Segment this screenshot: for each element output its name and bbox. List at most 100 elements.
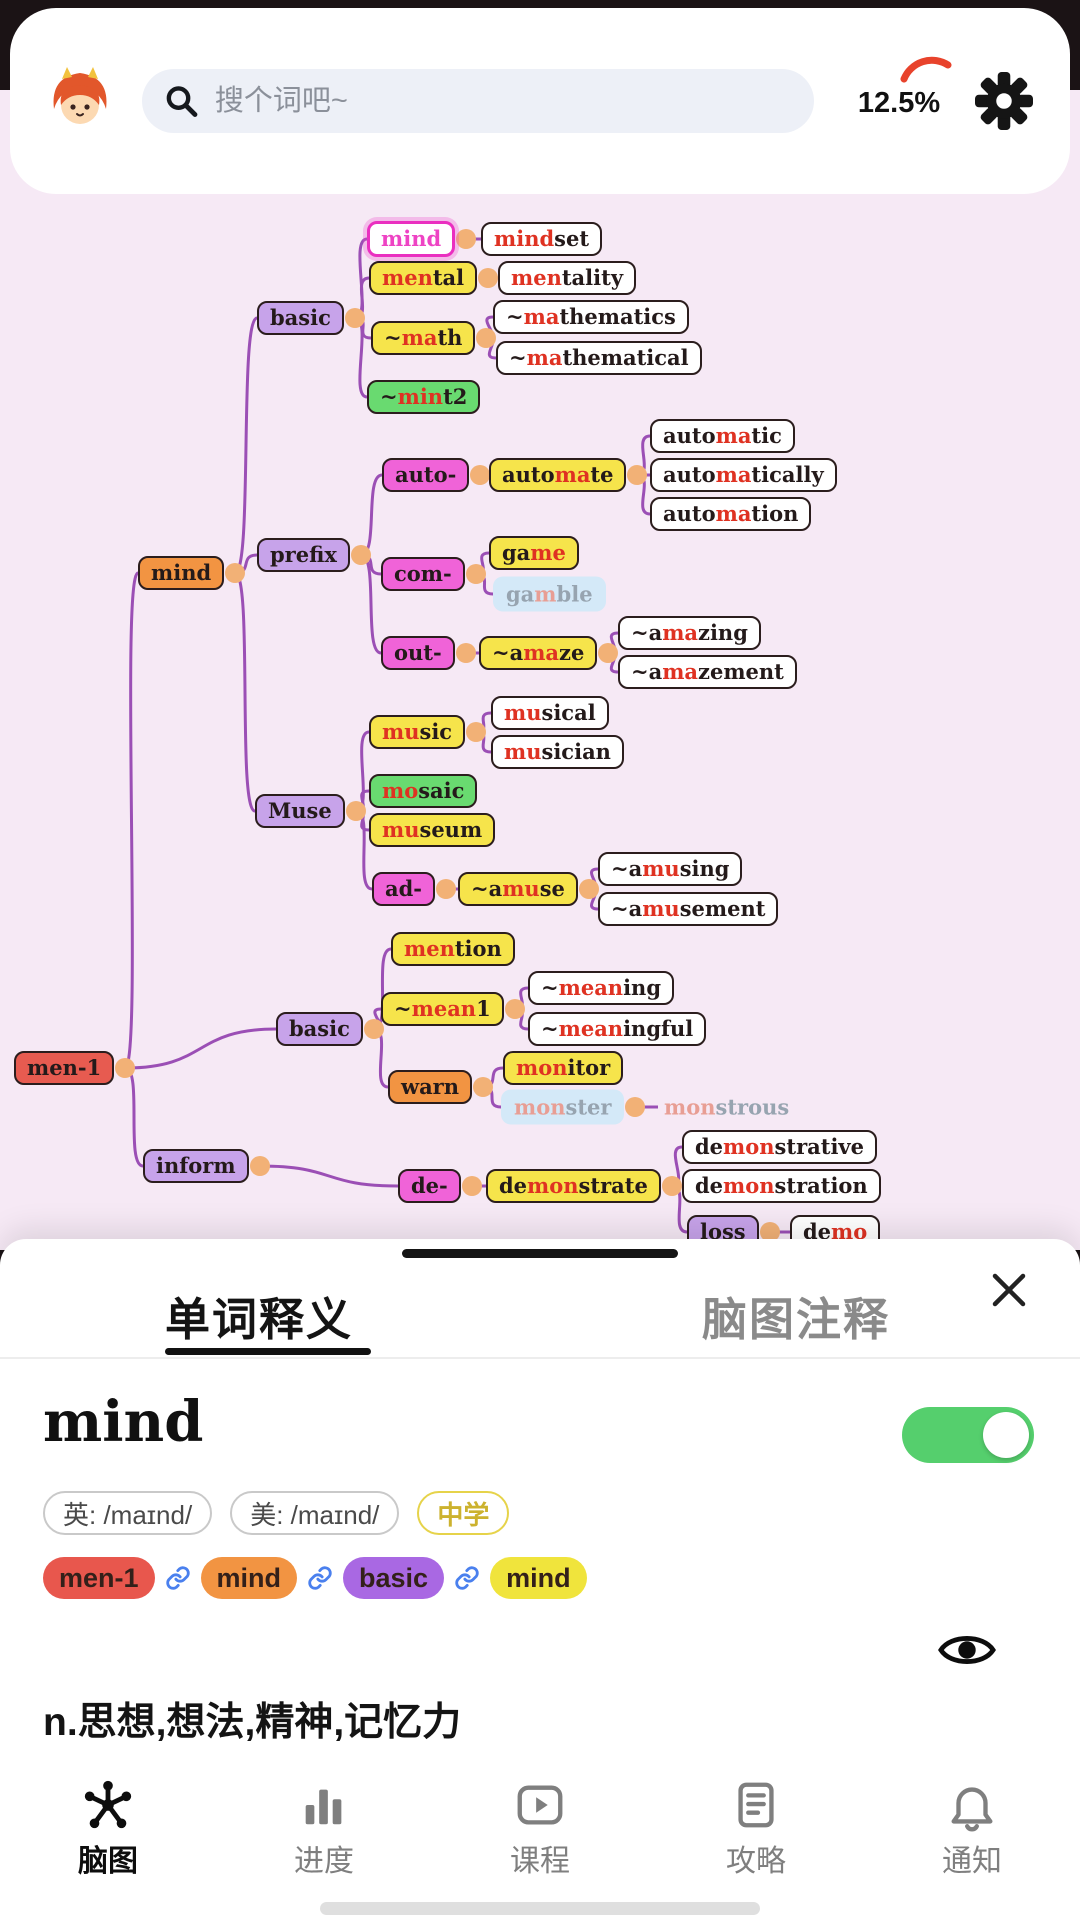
mindmap-node-automatically[interactable]: automatically (650, 458, 837, 492)
word-title: mind (43, 1389, 204, 1455)
pron-us-chip[interactable]: 美: /maɪnd/ (230, 1491, 400, 1535)
toggle-knob (983, 1412, 1029, 1458)
mindmap-node-mosaic[interactable]: mosaic (369, 774, 478, 808)
avatar[interactable] (44, 63, 116, 140)
breadcrumb: men-1 mind basic mind (43, 1557, 587, 1599)
mindmap-network-icon (84, 1780, 132, 1829)
mindmap-node-prefix[interactable]: prefix (257, 538, 350, 572)
avatar-icon (45, 63, 115, 134)
mindmap-node-musician[interactable]: musician (491, 735, 624, 769)
nav-item-courses[interactable]: 课程 (465, 1778, 615, 1880)
mindmap-node-music[interactable]: music (369, 715, 466, 749)
progress-percent: 12.5% (857, 87, 941, 119)
progress-arc-icon (900, 56, 952, 83)
mindmap-node-inform[interactable]: inform (143, 1149, 249, 1183)
mindmap-node-gamble[interactable]: gamble (493, 576, 606, 612)
mindmap-node-automation[interactable]: automation (650, 497, 812, 531)
search-icon (166, 86, 198, 117)
mindmap-node-meaningful[interactable]: ~meaningful (528, 1012, 707, 1046)
bell-icon (951, 1787, 993, 1832)
sheet-drag-handle[interactable] (402, 1249, 678, 1258)
visibility-button[interactable] (938, 1629, 996, 1676)
mindmap-node-amusing[interactable]: ~amusing (598, 852, 743, 886)
bottom-nav: 脑图 进度 课程 (0, 1762, 1080, 1920)
mindmap-node-men1[interactable]: men-1 (14, 1051, 115, 1085)
mindmap-node-demonstrate[interactable]: demonstrate (486, 1169, 661, 1203)
nav-label-mindmap: 脑图 (78, 1845, 138, 1878)
breadcrumb-chip-2[interactable]: basic (343, 1557, 445, 1599)
nav-label-guide: 攻略 (726, 1845, 786, 1878)
mindmap-node-automatic[interactable]: automatic (650, 419, 795, 453)
mindmap-node-auto[interactable]: auto- (382, 458, 470, 492)
tab-word-definition[interactable]: 单词释义 (165, 1294, 354, 1345)
mindmap-node-mindsel[interactable]: mind (367, 221, 456, 257)
mindmap-node-math[interactable]: ~math (371, 321, 476, 355)
mindmap-node-mathematical[interactable]: ~mathematical (496, 341, 702, 375)
nav-label-progress: 进度 (294, 1845, 354, 1878)
gear-icon (975, 72, 1033, 130)
home-indicator (320, 1902, 760, 1915)
mindmap-node-amazement[interactable]: ~amazement (618, 655, 797, 689)
nav-item-progress[interactable]: 进度 (249, 1778, 399, 1880)
mindmap-node-game[interactable]: game (489, 536, 579, 570)
mindmap-node-mindset[interactable]: mindset (481, 222, 603, 256)
mindmap-node-com[interactable]: com- (381, 557, 465, 591)
active-tab-underline (165, 1348, 371, 1355)
word-toggle[interactable] (902, 1407, 1034, 1463)
nav-label-notifications: 通知 (942, 1845, 1002, 1878)
top-bar: 12.5% (10, 8, 1070, 194)
mindmap-node-mentality[interactable]: mentality (498, 261, 637, 295)
pronunciation-row: 英: /maɪnd/ 美: /maɪnd/ 中学 (43, 1491, 510, 1535)
progress-indicator[interactable]: 12.5% (840, 41, 958, 161)
guide-book-icon (738, 1782, 774, 1828)
mindmap-node-amaze[interactable]: ~amaze (479, 636, 598, 670)
mindmap-node-monstrous[interactable]: monstrous (664, 1094, 790, 1119)
link-icon (308, 1566, 332, 1590)
mindmap-node-mention[interactable]: mention (391, 932, 515, 966)
close-icon (992, 1273, 1026, 1307)
divider (0, 1357, 1080, 1359)
mindmap-node-musical[interactable]: musical (491, 696, 609, 730)
breadcrumb-chip-0[interactable]: men-1 (43, 1557, 155, 1599)
nav-item-mindmap[interactable]: 脑图 (33, 1778, 183, 1880)
link-icon (165, 1566, 190, 1590)
link-icon (455, 1566, 479, 1590)
mindmap-node-automate[interactable]: automate (489, 458, 627, 492)
tab-map-notes[interactable]: 脑图注释 (702, 1294, 891, 1345)
mindmap-node-demonstration[interactable]: demonstration (682, 1169, 881, 1203)
search-input[interactable] (212, 83, 804, 119)
mindmap-node-amusement[interactable]: ~amusement (598, 892, 779, 926)
settings-button[interactable] (972, 69, 1036, 133)
mindmap-node-meaning[interactable]: ~meaning (528, 971, 675, 1005)
nav-item-guide[interactable]: 攻略 (681, 1778, 831, 1880)
mindmap-node-amazing[interactable]: ~amazing (618, 616, 761, 650)
mindmap-node-ad[interactable]: ad- (372, 872, 436, 906)
mindmap-node-muse[interactable]: Muse (255, 794, 345, 828)
mindmap-node-warn[interactable]: warn (388, 1070, 473, 1104)
nav-item-notifications[interactable]: 通知 (897, 1778, 1047, 1880)
eye-icon (938, 1636, 996, 1664)
mindmap-node-monster[interactable]: monster (501, 1089, 625, 1125)
breadcrumb-chip-1[interactable]: mind (200, 1557, 298, 1599)
breadcrumb-chip-3[interactable]: mind (490, 1557, 587, 1599)
mindmap-node-de[interactable]: de- (398, 1169, 461, 1203)
mindmap-node-demonstrative[interactable]: demonstrative (682, 1130, 877, 1164)
mindmap-node-mint2[interactable]: ~mint2 (367, 380, 481, 414)
mindmap-node-mathematics[interactable]: ~mathematics (493, 300, 689, 334)
search-bar[interactable] (142, 69, 814, 133)
word-definition: n.思想,想法,精神,记忆力 (43, 1701, 462, 1744)
mindmap-node-basic2[interactable]: basic (276, 1012, 363, 1046)
mindmap-node-mental[interactable]: mental (369, 261, 478, 295)
mindmap-node-mind[interactable]: mind (138, 556, 225, 590)
mindmap-node-basic1[interactable]: basic (257, 301, 344, 335)
pron-uk-chip[interactable]: 英: /maɪnd/ (43, 1491, 213, 1535)
mindmap-node-museum[interactable]: museum (369, 813, 496, 847)
mindmap-node-monitor[interactable]: monitor (503, 1051, 624, 1085)
bar-chart-icon (305, 1789, 342, 1825)
mindmap-node-out[interactable]: out- (381, 636, 455, 670)
mindmap-node-amuse[interactable]: ~amuse (458, 872, 578, 906)
mindmap-node-mean1[interactable]: ~mean1 (381, 992, 504, 1026)
close-button[interactable] (986, 1267, 1032, 1313)
